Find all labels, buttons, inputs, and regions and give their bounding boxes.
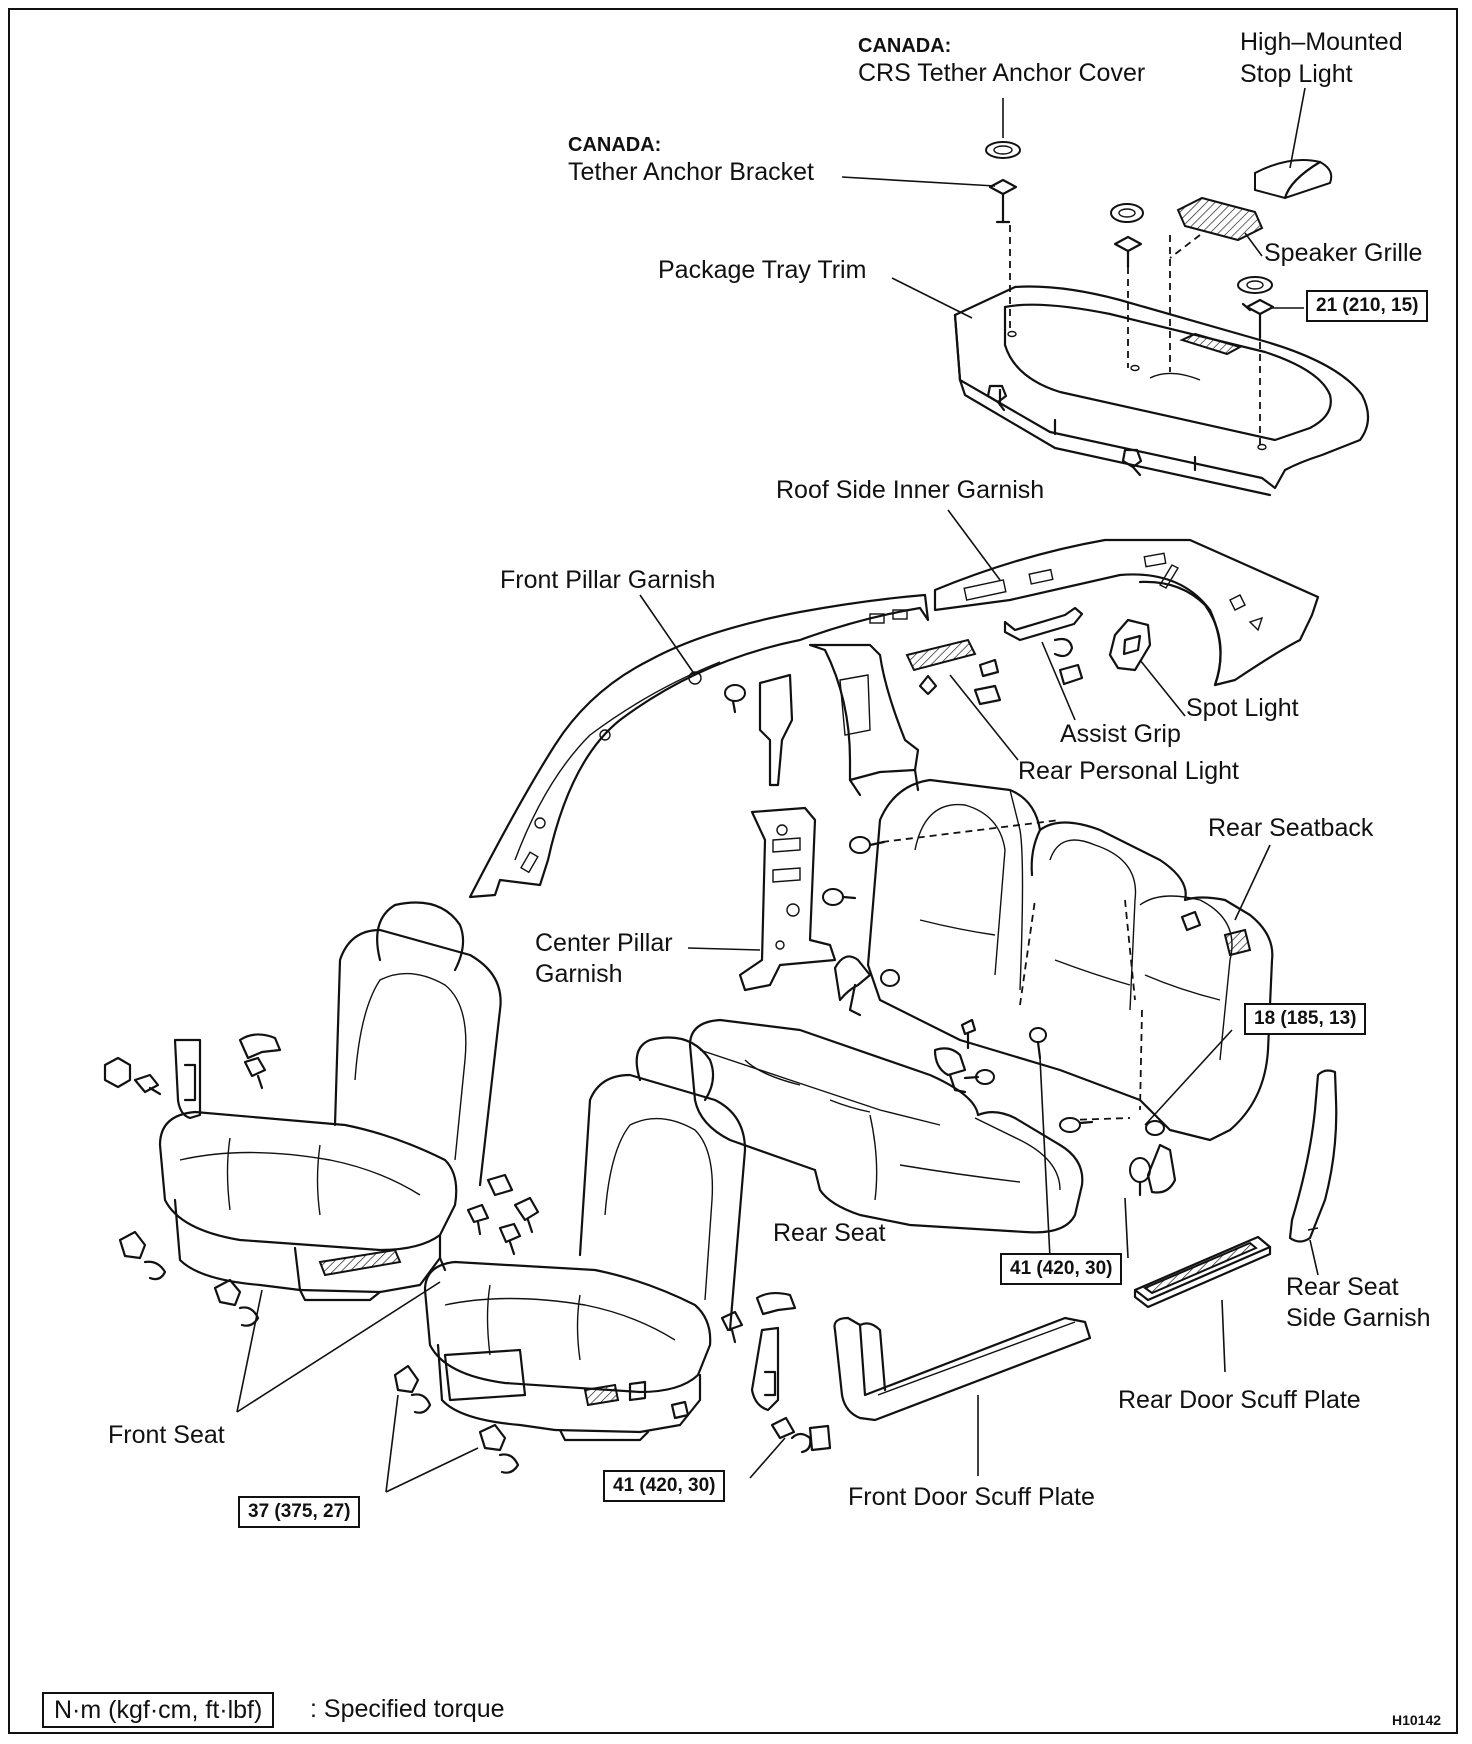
torque-rear-seat-bolt: 41 (420, 30): [1000, 1253, 1123, 1285]
label-front-pillar-garnish: Front Pillar Garnish: [500, 566, 716, 594]
label-rear-seatback: Rear Seatback: [1208, 814, 1374, 842]
label-high-mounted-stop-light: High–Mounted Stop Light: [1240, 28, 1403, 88]
label-rear-seat: Rear Seat: [773, 1219, 886, 1247]
front-pillar-garnish-part: [468, 593, 930, 899]
torque-front-seat-bolt-b: 37 (375, 27): [238, 1496, 361, 1528]
label-tether-anchor-bracket: CANADA: Tether Anchor Bracket: [568, 133, 814, 188]
label-package-tray-trim: Package Tray Trim: [658, 256, 867, 284]
rear-seat-part: [688, 1018, 1084, 1234]
package-tray-trim-part: [953, 285, 1370, 497]
label-spot-light: Spot Light: [1186, 694, 1299, 722]
front-seat-left-part: [158, 901, 502, 1302]
label-crs-tether-anchor-cover: CANADA: CRS Tether Anchor Cover: [858, 34, 1145, 89]
assist-grip-part: [1003, 606, 1084, 686]
rear-seatback-part: [866, 778, 1274, 1142]
leader-lines: [236, 87, 1319, 1493]
rear-pillar-upper-part: [808, 643, 920, 797]
center-pillar-garnish-part: [738, 806, 837, 992]
label-speaker-grille: Speaker Grille: [1264, 239, 1423, 267]
label-center-pillar-garnish: Center Pillar Garnish: [535, 929, 673, 988]
front-seat-right-fasteners: [393, 1173, 832, 1474]
front-seat-right-part: [423, 1036, 747, 1442]
speaker-grille-part: [1176, 196, 1264, 242]
rear-seat-side-garnish-part: [1288, 1069, 1338, 1243]
front-seat-left-fasteners: [103, 1033, 282, 1327]
label-rear-seat-side-garnish: Rear Seat Side Garnish: [1286, 1273, 1431, 1332]
torque-tray-bolt: 21 (210, 15): [1306, 290, 1429, 322]
torque-front-seat-bolt-a: 41 (420, 30): [603, 1470, 726, 1502]
spot-light-part: [1108, 618, 1152, 672]
upper-pillar-tab: [758, 673, 794, 787]
torque-seatback-bolt: 18 (185, 13): [1244, 1003, 1367, 1035]
label-bracket-region: CANADA:: [568, 134, 662, 156]
center-pillar-clip: [822, 888, 857, 906]
label-roof-side-inner-garnish: Roof Side Inner Garnish: [776, 476, 1045, 504]
rear-seatback-fasteners: [833, 819, 1202, 1197]
tray-dashed-guides: [1009, 225, 1261, 445]
tray-clips: [986, 384, 1143, 477]
tether-anchor-parts: [985, 141, 1275, 340]
label-crs-cover-region: CANADA:: [858, 35, 952, 57]
label-front-door-scuff-plate: Front Door Scuff Plate: [848, 1483, 1095, 1511]
legend-description: : Specified torque: [310, 1695, 505, 1723]
stop-light-part: [1254, 159, 1333, 200]
label-rear-door-scuff-plate: Rear Door Scuff Plate: [1118, 1386, 1361, 1414]
front-door-scuff-plate-part: [833, 1316, 1092, 1422]
diagram-frame: [8, 8, 1458, 1734]
figure-code: H10142: [1392, 1712, 1442, 1728]
rear-door-scuff-plate-part: [1133, 1235, 1272, 1309]
legend-torque-units: N·m (kgf·cm, ft·lbf): [42, 1692, 275, 1728]
label-bracket-text: Tether Anchor Bracket: [568, 158, 814, 186]
label-crs-cover-text: CRS Tether Anchor Cover: [858, 59, 1146, 87]
pillar-clip: [724, 684, 746, 714]
label-assist-grip: Assist Grip: [1060, 720, 1181, 748]
rear-personal-light-part: [905, 638, 1002, 706]
roof-side-inner-garnish-part: [933, 538, 1320, 687]
label-rear-personal-light: Rear Personal Light: [1018, 757, 1239, 785]
label-front-seat: Front Seat: [108, 1421, 225, 1449]
